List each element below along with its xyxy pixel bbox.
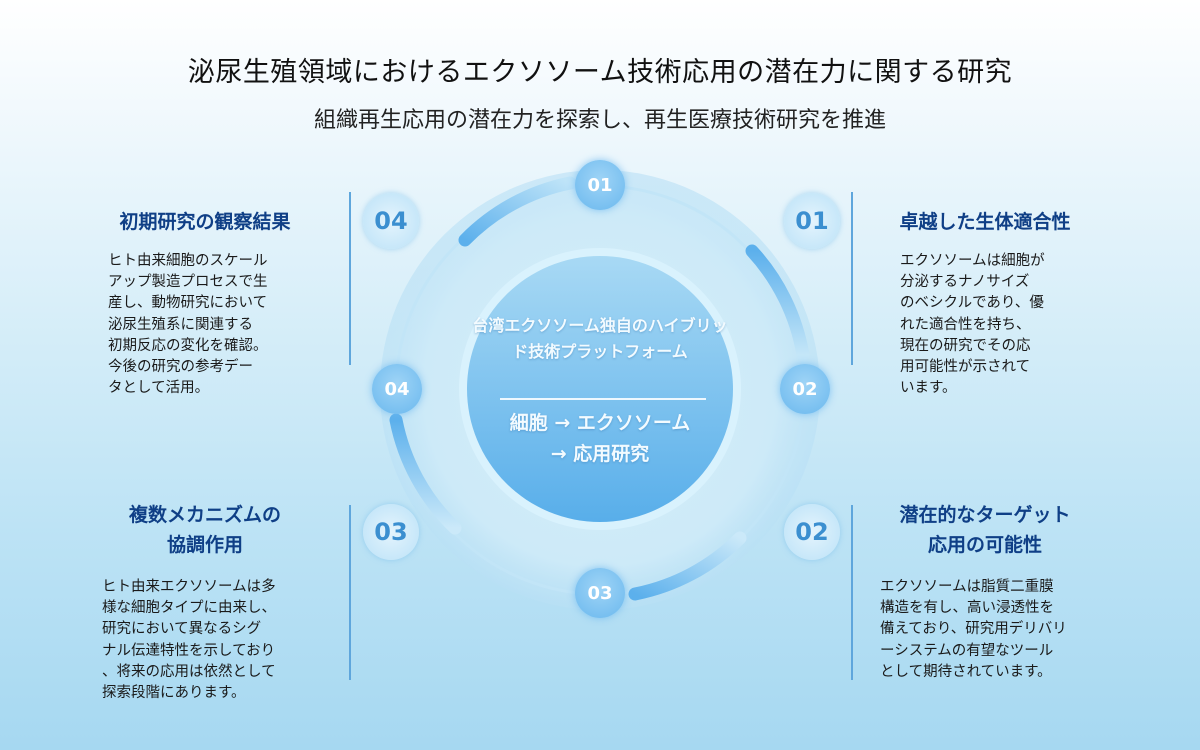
flow-line-2: → 応用研究 — [550, 443, 650, 465]
card-badge-04: 04 — [363, 193, 419, 249]
card-body-03: ヒト由来エクソソームは多 様な細胞タイプに由来し、 研究において異なるシグ ナル… — [102, 579, 276, 702]
card-title-03: 複数メカニズムの 協調作用 — [128, 504, 281, 556]
flow-line-1: 細胞 → エクソソーム — [509, 412, 691, 434]
ring-node-04: 04 — [372, 364, 422, 414]
divider-line — [851, 505, 853, 680]
page-subtitle: 組織再生応用の潜在力を探索し、再生医療技術研究を推進 — [313, 108, 886, 133]
platform-label: 台湾エクソソーム独自のハイブリッド技術プラットフォーム — [472, 316, 728, 361]
core-circle — [467, 256, 733, 522]
card-badge-01: 01 — [784, 193, 840, 249]
card-body-01: エクソソームは細胞が 分泌するナノサイズ のベシクルであり、優 れた適合性を持ち… — [900, 253, 1045, 397]
card-badge-02: 02 — [784, 504, 840, 560]
arc-segment-4 — [389, 413, 462, 535]
arc-segment-1 — [458, 176, 577, 247]
card-title-01: 卓越した生体適合性 — [899, 211, 1071, 233]
card-title-02: 潜在的なターゲット 応用の可能性 — [899, 504, 1071, 556]
card-badge-03: 03 — [363, 504, 419, 560]
page-title: 泌尿生殖領域におけるエクソソーム技術応用の潜在力に関する研究 — [187, 57, 1013, 88]
flow-text: 細胞 → エクソソーム → 応用研究 — [470, 408, 730, 470]
divider-line — [349, 505, 351, 680]
divider-line — [349, 192, 351, 365]
card-body-02: エクソソームは脂質二重膜 構造を有し、高い浸透性を 備えており、研究用デリバリ … — [880, 579, 1067, 680]
arc-segment-2 — [745, 244, 810, 362]
arc-segment-3 — [628, 531, 747, 601]
ring-node-03: 03 — [575, 568, 625, 618]
ring-node-02: 02 — [780, 364, 830, 414]
card-body-04: ヒト由来細胞のスケール アップ製造プロセスで生 産し、動物研究において 泌尿生殖… — [108, 253, 268, 397]
center-divider — [500, 398, 706, 400]
ring-node-01: 01 — [575, 160, 625, 210]
divider-line — [851, 192, 853, 365]
card-title-04: 初期研究の観察結果 — [119, 211, 291, 233]
